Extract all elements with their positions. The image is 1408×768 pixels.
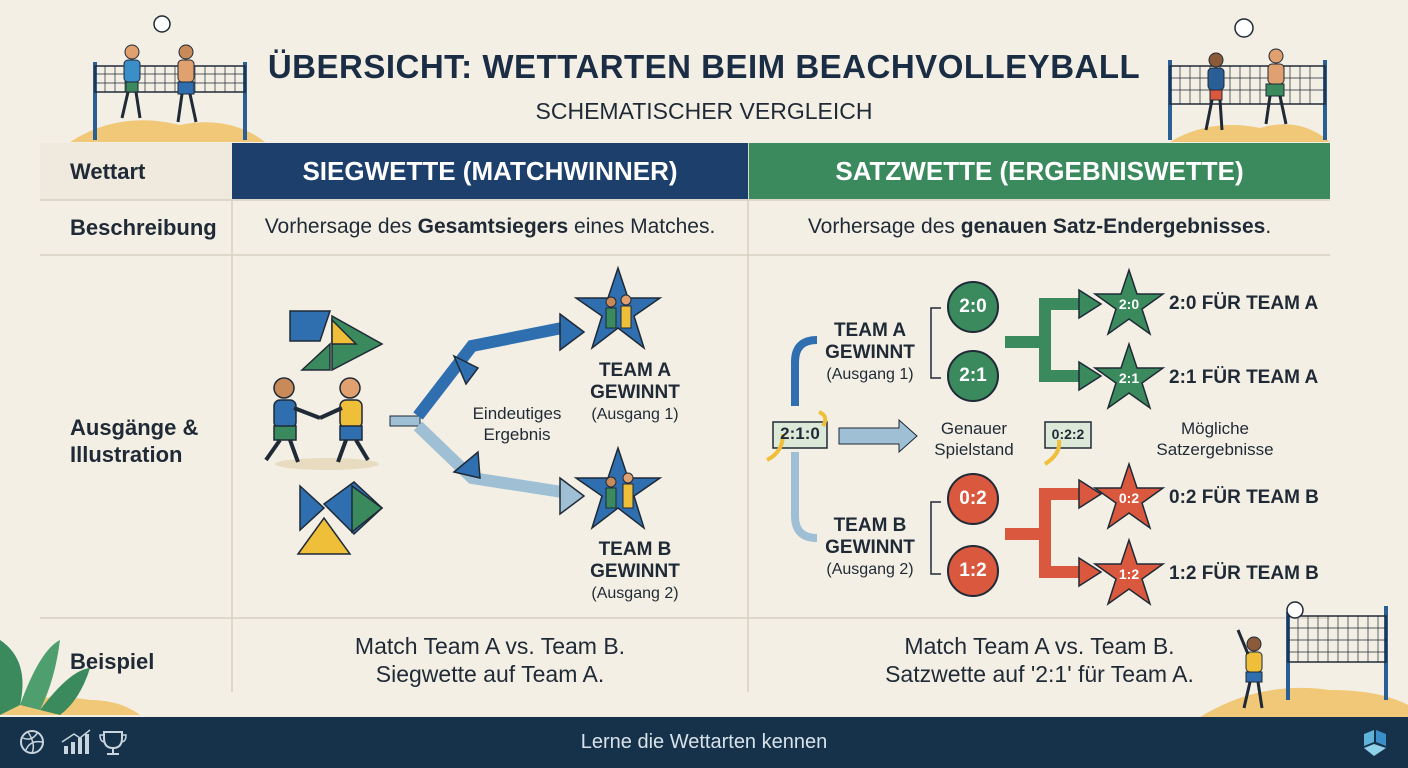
satz-team-a-sub: (Ausgang 1) xyxy=(826,366,914,383)
satz-team-b-sub: (Ausgang 2) xyxy=(826,561,914,578)
sieg-outcome-b-sub: (Ausgang 2) xyxy=(591,585,679,602)
sieg-center-label: Eindeutiges Ergebnis xyxy=(462,403,572,445)
footer-bar xyxy=(0,717,1408,768)
satz-team-a-line2: GEWINNT xyxy=(825,342,915,363)
scoreboard-left: 2:1:0 xyxy=(780,424,820,443)
row-label-ausgaenge-line1: Ausgänge & xyxy=(70,415,199,440)
example-sieg-line1: Match Team A vs. Team B. xyxy=(354,633,626,659)
logo-icon[interactable] xyxy=(1362,730,1388,756)
desc-satz-bold: genauen Satz-Endergebnisses xyxy=(960,215,1266,238)
sieg-center-label-2: Ergebnis xyxy=(483,425,551,444)
description-satzwette: Vorhersage des genauen Satz-Endergebniss… xyxy=(749,200,1330,254)
sieg-outcome-team-b: TEAM B GEWINNT (Ausgang 2) xyxy=(570,539,700,605)
result-0-2-team-b: 0:2 FÜR TEAM B xyxy=(1169,487,1319,508)
siegwette-illustration xyxy=(264,265,663,555)
desc-sieg-bold: Gesamtsiegers xyxy=(417,215,569,238)
page-subtitle: SCHEMATISCHER VERGLEICH xyxy=(535,98,873,124)
row-label-beschreibung: Beschreibung xyxy=(70,215,217,240)
sieg-outcome-b-line1: TEAM B xyxy=(598,539,672,560)
page-title: ÜBERSICHT: WETTARTEN BEIM BEACHVOLLEYBAL… xyxy=(267,48,1141,85)
row-label-wettart: Wettart xyxy=(70,159,146,184)
satz-team-b-line2: GEWINNT xyxy=(825,537,915,558)
sieg-outcome-a-line1: TEAM A xyxy=(598,360,672,381)
example-sieg-line2: Siegwette auf Team A. xyxy=(375,661,605,687)
label-moeglich-2: Satzergebnisse xyxy=(1156,440,1274,459)
scoreboard-mid: 0:2:2 xyxy=(1051,426,1085,442)
label-spielstand-2: Spielstand xyxy=(934,440,1014,459)
description-siegwette: Vorhersage des Gesamtsiegers eines Match… xyxy=(232,200,748,254)
trophy-icon[interactable] xyxy=(99,731,127,755)
chart-icon[interactable] xyxy=(61,729,91,754)
sieg-outcome-team-a: TEAM A GEWINNT (Ausgang 1) xyxy=(570,360,700,426)
result-2-0-team-a: 2:0 FÜR TEAM A xyxy=(1169,293,1319,314)
label-genauer-spielstand: Genauer Spielstand xyxy=(920,418,1028,460)
satz-team-b: TEAM B GEWINNT (Ausgang 2) xyxy=(808,515,932,581)
desc-sieg-post: eines Matches. xyxy=(568,215,716,238)
sieg-center-label-1: Eindeutiges xyxy=(472,404,562,423)
star-score-1-2: 1:2 xyxy=(1118,566,1140,582)
result-1-2-team-b: 1:2 FÜR TEAM B xyxy=(1169,563,1319,584)
footer-icons xyxy=(20,729,127,755)
sieg-outcome-b-line2: GEWINNT xyxy=(590,561,680,582)
score-circle-1-2: 1:2 xyxy=(947,545,999,597)
label-spielstand-1: Genauer xyxy=(940,419,1008,438)
desc-satz-post: . xyxy=(1265,215,1272,238)
satz-team-b-line1: TEAM B xyxy=(833,515,907,536)
desc-satz-pre: Vorhersage des xyxy=(807,215,961,238)
column-header-satzwette: SATZWETTE (ERGEBNISWETTE) xyxy=(749,143,1330,199)
label-moegliche-satzergebnisse: Mögliche Satzergebnisse xyxy=(1140,418,1290,460)
row-label-ausgaenge-line2: Illustration xyxy=(70,442,183,467)
row-label-ausgaenge: Ausgänge & Illustration xyxy=(70,414,198,468)
satzwette-illustration xyxy=(766,267,1166,606)
score-circle-2-0: 2:0 xyxy=(947,281,999,333)
footer-text: Lerne die Wettarten kennen xyxy=(580,731,828,753)
score-circle-0-2: 0:2 xyxy=(947,473,999,525)
sieg-outcome-a-sub: (Ausgang 1) xyxy=(591,406,679,423)
result-2-1-team-a: 2:1 FÜR TEAM A xyxy=(1169,367,1319,388)
satz-team-a: TEAM A GEWINNT (Ausgang 1) xyxy=(808,320,932,386)
satz-team-a-line1: TEAM A xyxy=(833,320,907,341)
score-circle-2-1: 2:1 xyxy=(947,350,999,402)
column-header-siegwette: SIEGWETTE (MATCHWINNER) xyxy=(232,143,748,199)
example-siegwette: Match Team A vs. Team B. Siegwette auf T… xyxy=(232,632,748,688)
example-satz-line1: Match Team A vs. Team B. xyxy=(904,633,1175,659)
example-satzwette: Match Team A vs. Team B. Satzwette auf '… xyxy=(749,632,1330,688)
star-score-2-0: 2:0 xyxy=(1118,296,1140,312)
desc-sieg-pre: Vorhersage des xyxy=(264,215,418,238)
example-satz-line2: Satzwette auf '2:1' für Team A. xyxy=(885,661,1194,687)
label-moeglich-1: Mögliche xyxy=(1180,419,1250,438)
star-score-2-1: 2:1 xyxy=(1118,370,1140,386)
star-score-0-2: 0:2 xyxy=(1118,490,1140,506)
sieg-outcome-a-line2: GEWINNT xyxy=(590,382,680,403)
row-label-beispiel: Beispiel xyxy=(70,649,155,674)
volleyball-icon[interactable] xyxy=(20,730,44,754)
